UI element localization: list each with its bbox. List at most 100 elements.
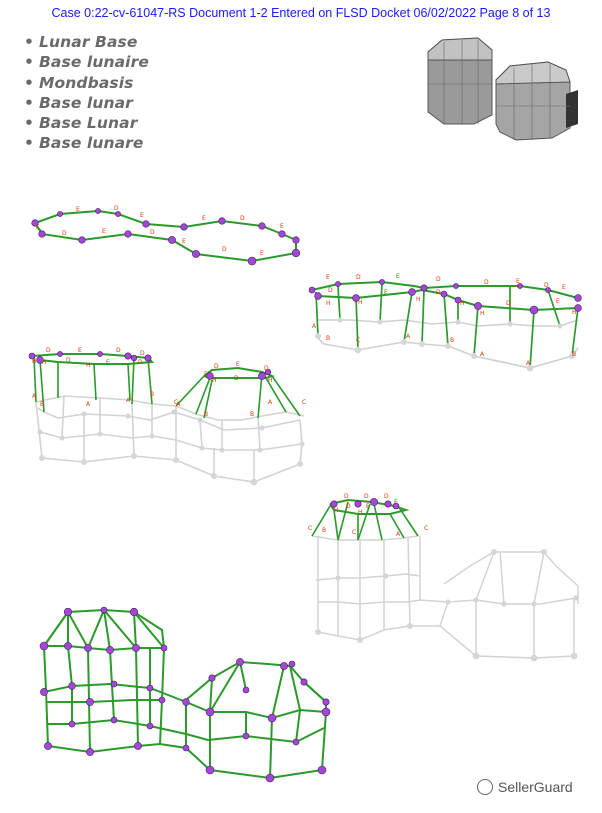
strut-label: A (396, 531, 401, 538)
strut-label: C (352, 529, 356, 536)
bullet: • (24, 53, 35, 72)
product-name-item: •Base lunar (24, 93, 149, 113)
strut-label: D (328, 287, 333, 294)
product-name-list: •Lunar Base •Base lunaire •Mondbasis •Ba… (24, 32, 149, 154)
strut-label: B (326, 335, 330, 342)
strut-label: A (86, 401, 91, 408)
strut-label: D (264, 365, 269, 372)
strut-label: C (308, 525, 312, 532)
strut-label: D (116, 347, 121, 354)
strut-label: E (366, 503, 370, 510)
strut-label: E (326, 274, 330, 281)
strut-label: H (268, 377, 273, 384)
strut-label: D (364, 493, 369, 500)
wechat-icon (477, 779, 493, 795)
strut-label: E (102, 228, 106, 235)
strut-label: B (322, 527, 326, 534)
strut-label: E (556, 298, 560, 305)
strut-label: H (572, 309, 577, 316)
product-name-item: •Base lunaire (24, 52, 149, 72)
product-name-item: •Base Lunar (24, 113, 149, 133)
strut-label: A (126, 397, 131, 404)
assembly-step-4-diagram (311, 498, 579, 662)
strut-label: H (334, 507, 339, 514)
strut-label: D (346, 503, 351, 510)
strut-label: D (436, 276, 441, 283)
bullet: • (24, 93, 35, 112)
bullet: • (24, 114, 35, 133)
strut-label: A (176, 401, 181, 408)
product-name: Base lunare (39, 134, 144, 153)
strut-label: E (516, 278, 520, 285)
product-name: Mondbasis (39, 73, 134, 92)
strut-label: E (260, 250, 264, 257)
strut-label: D (436, 289, 441, 296)
strut-label: C (302, 399, 306, 406)
strut-label: A (526, 360, 531, 367)
assembly-step-1-diagram (31, 208, 301, 266)
strut-label: H (460, 300, 465, 307)
strut-label: D (544, 282, 549, 289)
product-name-item: •Lunar Base (24, 32, 149, 52)
strut-label: C (174, 399, 178, 406)
strut-label: D (114, 205, 119, 212)
sellerguard-watermark: SellerGuard (477, 779, 573, 795)
watermark-text: SellerGuard (498, 779, 573, 795)
strut-label: B (150, 391, 154, 398)
strut-label: E (106, 359, 110, 366)
strut-label: D (150, 229, 155, 236)
strut-label: F (36, 224, 40, 231)
strut-label: E (140, 212, 144, 219)
strut-label: E (562, 284, 566, 291)
strut-label: D (138, 359, 143, 366)
strut-label: A (406, 333, 411, 340)
strut-label: D (484, 279, 489, 286)
bullet: • (24, 134, 35, 153)
strut-label: B (204, 411, 208, 418)
strut-label: A (268, 399, 273, 406)
strut-label: B (450, 337, 454, 344)
strut-label: H (358, 509, 363, 516)
strut-label: B (250, 411, 254, 418)
strut-label: E (396, 273, 400, 280)
strut-label: D (46, 347, 51, 354)
product-name-item: •Base lunare (24, 133, 149, 153)
strut-label: B (572, 351, 576, 358)
strut-label: E (182, 238, 186, 245)
strut-label: D (214, 363, 219, 370)
strut-label: E (78, 347, 82, 354)
strut-label: D (506, 300, 511, 307)
strut-label: D (62, 230, 67, 237)
strut-label: H (212, 377, 217, 384)
strut-label: D (356, 274, 361, 281)
strut-label: F (204, 371, 208, 378)
bullet: • (24, 33, 35, 51)
assembly-step-5-diagram (39, 606, 331, 783)
strut-label: E (76, 206, 80, 213)
strut-label: C (356, 337, 360, 344)
product-name: Base Lunar (39, 114, 138, 133)
product-name-item: •Mondbasis (24, 73, 149, 93)
strut-label: D (234, 375, 239, 382)
strut-label: H (358, 299, 363, 306)
strut-label: E (384, 289, 388, 296)
bullet: • (24, 73, 35, 92)
product-render-image (427, 37, 578, 141)
case-header: Case 0:22-cv-61047-RS Document 1-2 Enter… (51, 6, 551, 20)
strut-label: H (86, 362, 91, 369)
strut-label: D (384, 493, 389, 500)
assembly-step-2-diagram (308, 279, 582, 372)
product-name: Lunar Base (39, 33, 138, 51)
strut-label: H (42, 359, 47, 366)
strut-label: A (480, 351, 485, 358)
product-name: Base lunaire (39, 53, 149, 72)
strut-label: D (66, 357, 71, 364)
strut-label: E (394, 499, 398, 506)
strut-label: D (344, 493, 349, 500)
strut-label: C (424, 525, 428, 532)
strut-label: A (312, 323, 317, 330)
strut-label: D (140, 350, 145, 357)
product-name: Base lunar (39, 93, 133, 112)
